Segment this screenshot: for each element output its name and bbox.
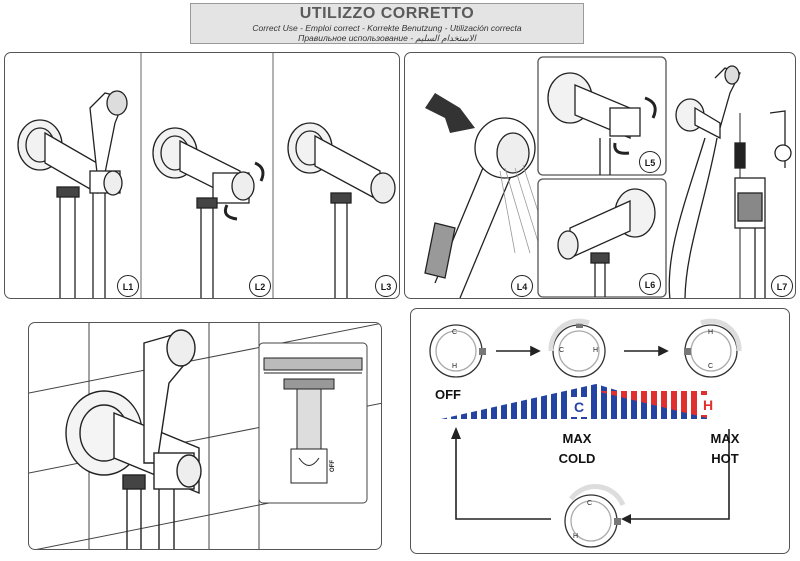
page-title: UTILIZZO CORRETTO bbox=[299, 5, 475, 22]
step-label-l4: L4 bbox=[511, 275, 533, 297]
l7-installation-illustration bbox=[668, 65, 792, 298]
steps-4-7-illustration bbox=[424, 56, 792, 298]
step-label-l5: L5 bbox=[639, 151, 661, 173]
step-label-l3: L3 bbox=[375, 275, 397, 297]
dial1-c: C bbox=[452, 329, 458, 336]
l1-mixer-illustration bbox=[17, 90, 128, 298]
dial2-c: C bbox=[559, 347, 565, 354]
max-hot-label-1: MAX bbox=[710, 431, 740, 446]
dial-cold bbox=[548, 318, 606, 378]
title-banner: UTILIZZO CORRETTO Correct Use - Emploi c… bbox=[190, 3, 584, 44]
max-cold-label-2: COLD bbox=[558, 451, 596, 466]
steps-1-3-illustration bbox=[17, 53, 396, 298]
wall-installation-illustration bbox=[29, 323, 381, 549]
detail-off-label: OFF bbox=[330, 460, 336, 472]
temperature-diagram bbox=[429, 318, 742, 548]
max-cold-label-1: MAX bbox=[562, 431, 592, 446]
dial1-h: H bbox=[452, 363, 458, 370]
step-label-l1: L1 bbox=[117, 275, 139, 297]
panel-steps-4-7: L4 L5 L6 L7 bbox=[404, 52, 796, 299]
panel-steps-1-3: L1 L2 L3 bbox=[4, 52, 400, 299]
dial3-h: H bbox=[708, 329, 714, 336]
off-label: OFF bbox=[435, 387, 461, 402]
panel-temperature-control: C H C H H C C H OFF C H MAX COLD MAX HOT bbox=[410, 308, 790, 554]
dial-hot bbox=[684, 318, 742, 378]
max-hot-label-2: HOT bbox=[711, 451, 739, 466]
hot-gradient-bar bbox=[596, 391, 711, 419]
subtitle-languages: Correct Use - Emploi correct - Korrekte … bbox=[252, 23, 522, 33]
panel-wall-installation: OFF bbox=[28, 322, 382, 550]
dial2-h: H bbox=[593, 347, 599, 354]
detail-cross-section bbox=[263, 357, 363, 484]
wall-mixer-illustration bbox=[65, 329, 202, 549]
dial3-c: C bbox=[708, 363, 714, 370]
subtitle-languages-2: Правильное использование - الاستخدام الس… bbox=[298, 33, 476, 43]
step-label-l2: L2 bbox=[249, 275, 271, 297]
step-label-l7: L7 bbox=[771, 275, 793, 297]
dial4-h: H bbox=[573, 533, 579, 540]
l3-mixer-illustration bbox=[287, 122, 396, 298]
l5-mixer-illustration bbox=[547, 72, 657, 175]
l4-handshower-illustration bbox=[424, 93, 546, 298]
l2-mixer-illustration bbox=[152, 127, 265, 298]
hot-letter-badge: H bbox=[700, 395, 716, 415]
dial4-c: C bbox=[587, 500, 593, 507]
l6-mixer-illustration bbox=[557, 188, 656, 297]
cold-letter-badge: C bbox=[571, 397, 587, 417]
dial-off bbox=[429, 324, 486, 378]
dial-bottom bbox=[564, 484, 626, 548]
step-label-l6: L6 bbox=[639, 273, 661, 295]
